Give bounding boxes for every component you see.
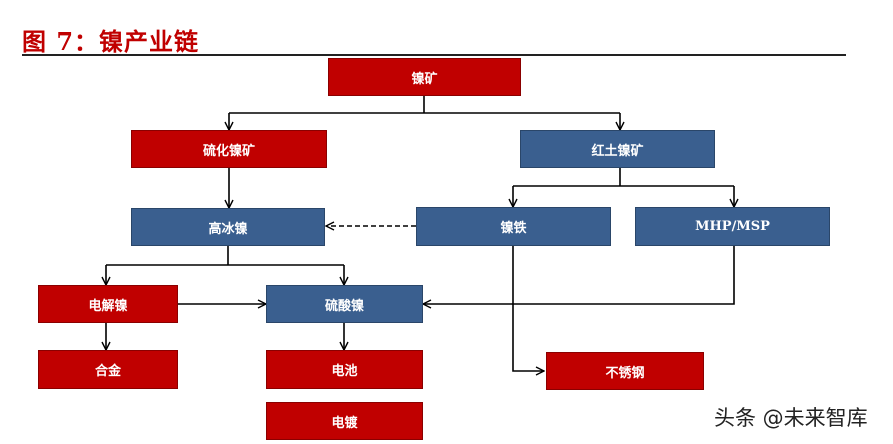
link-mhp-to-sulfate [423, 246, 735, 304]
link-ore-split [229, 96, 620, 114]
node-high-ice-nickel: 高冰镍 [131, 208, 325, 246]
node-alloy: 合金 [38, 350, 178, 389]
node-sulfide-ore: 硫化镍矿 [131, 130, 327, 168]
link-highice-split [106, 246, 344, 266]
link-laterite-split [513, 168, 734, 187]
node-nickel-ore: 镍矿 [328, 58, 521, 96]
figure-title: 图 7：镍产业链 [22, 27, 200, 56]
node-electroplating: 电镀 [266, 402, 423, 440]
node-electrolytic-nickel: 电解镍 [38, 285, 178, 323]
watermark-text: 头条 @未来智库 [714, 406, 868, 430]
node-stainless-steel: 不锈钢 [546, 352, 704, 390]
node-nickel-sulfate: 硫酸镍 [266, 285, 423, 323]
node-ferronickel: 镍铁 [416, 207, 611, 246]
node-laterite-ore: 红土镍矿 [520, 130, 715, 168]
link-ferronickel-to-stainless [512, 246, 544, 371]
node-mhp-msp: MHP/MSP [635, 207, 830, 246]
node-battery: 电池 [266, 350, 423, 389]
title-underline [22, 54, 846, 56]
